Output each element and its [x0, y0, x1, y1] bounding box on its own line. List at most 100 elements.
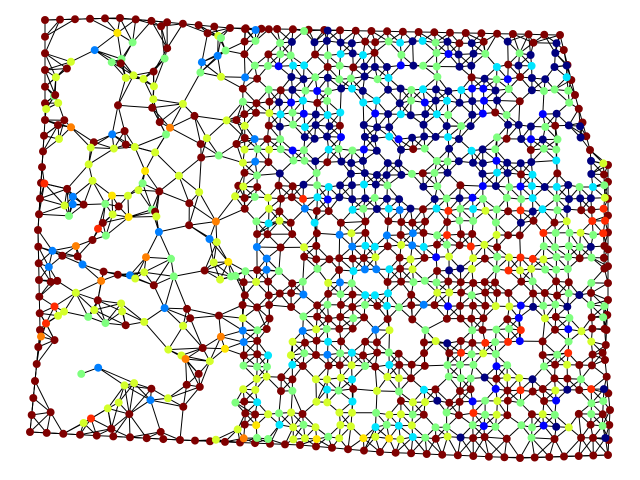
graph-node	[564, 86, 573, 95]
graph-node	[289, 435, 298, 444]
graph-node	[395, 360, 404, 369]
graph-node	[274, 62, 283, 71]
graph-node	[264, 50, 273, 59]
graph-node	[41, 16, 49, 24]
graph-edge	[201, 61, 222, 78]
graph-node	[576, 122, 585, 131]
graph-node	[336, 421, 345, 429]
graph-node	[407, 290, 416, 299]
graph-node	[40, 131, 48, 140]
graph-node	[587, 205, 596, 214]
graph-node	[301, 86, 310, 95]
graph-node	[287, 303, 296, 311]
graph-node	[359, 204, 368, 213]
graph-node	[493, 243, 502, 252]
graph-node	[492, 265, 501, 274]
graph-node	[516, 326, 525, 335]
graph-node	[311, 121, 320, 130]
graph-node	[406, 111, 415, 120]
graph-edge	[117, 105, 126, 132]
graph-node	[408, 410, 417, 419]
graph-edge	[70, 126, 95, 143]
graph-node	[588, 217, 597, 225]
graph-node	[551, 312, 560, 321]
graph-edge	[38, 213, 70, 217]
graph-node	[54, 99, 63, 107]
graph-node	[151, 148, 160, 157]
graph-node	[553, 206, 562, 215]
graph-node	[433, 288, 442, 297]
graph-node	[323, 96, 332, 105]
graph-node	[539, 255, 548, 264]
graph-edge	[66, 164, 90, 190]
graph-node	[576, 228, 585, 237]
graph-edge	[134, 146, 146, 172]
graph-edge	[44, 19, 61, 54]
graph-node	[117, 299, 126, 308]
graph-node	[443, 339, 452, 348]
graph-node	[213, 51, 222, 60]
graph-node	[396, 38, 405, 47]
graph-node	[323, 73, 332, 82]
graph-node	[479, 84, 488, 93]
graph-node	[396, 410, 405, 419]
graph-node	[121, 73, 130, 82]
graph-node	[456, 301, 464, 310]
graph-node	[360, 300, 369, 309]
graph-node	[195, 382, 204, 391]
graph-node	[481, 49, 490, 58]
graph-node	[468, 84, 477, 93]
graph-node	[191, 436, 199, 445]
graph-node	[599, 253, 608, 262]
graph-edge	[164, 307, 184, 327]
graph-node	[539, 229, 548, 237]
graph-node	[68, 192, 77, 201]
graph-node	[491, 278, 499, 287]
graph-node	[205, 235, 214, 243]
graph-node	[253, 171, 261, 180]
graph-node	[479, 37, 488, 46]
graph-node	[275, 169, 284, 178]
graph-node	[84, 312, 93, 321]
graph-node	[56, 15, 64, 24]
graph-edge	[484, 436, 505, 458]
graph-node	[565, 313, 574, 322]
graph-edge	[92, 180, 113, 196]
graph-node	[60, 307, 69, 316]
graph-node	[457, 288, 466, 297]
graph-node	[433, 240, 441, 249]
graph-node	[241, 409, 250, 418]
graph-node	[217, 34, 225, 42]
graph-node	[576, 194, 585, 203]
graph-node	[371, 423, 380, 432]
graph-node	[407, 301, 416, 310]
graph-edge	[374, 366, 378, 391]
graph-node	[286, 351, 295, 360]
graph-node	[587, 289, 595, 297]
graph-edge	[72, 180, 93, 198]
graph-node	[253, 362, 262, 371]
graph-node	[552, 109, 561, 118]
graph-node	[361, 291, 370, 300]
graph-node	[241, 267, 250, 276]
graph-node	[469, 452, 478, 460]
graph-node	[239, 182, 248, 191]
graph-edge	[83, 180, 93, 205]
graph-node	[492, 75, 501, 84]
graph-node	[39, 147, 47, 156]
graph-node	[394, 421, 403, 430]
graph-node	[32, 360, 41, 368]
graph-node	[240, 168, 249, 177]
graph-node	[287, 408, 296, 417]
graph-node	[120, 381, 129, 390]
graph-node	[438, 450, 447, 459]
graph-node	[383, 159, 392, 168]
graph-node	[382, 194, 391, 203]
graph-node	[103, 404, 112, 413]
graph-node	[577, 433, 586, 442]
graph-edge	[118, 382, 135, 403]
graph-node	[467, 146, 476, 155]
graph-node	[92, 431, 101, 440]
graph-node	[252, 277, 261, 286]
graph-node	[238, 301, 247, 309]
